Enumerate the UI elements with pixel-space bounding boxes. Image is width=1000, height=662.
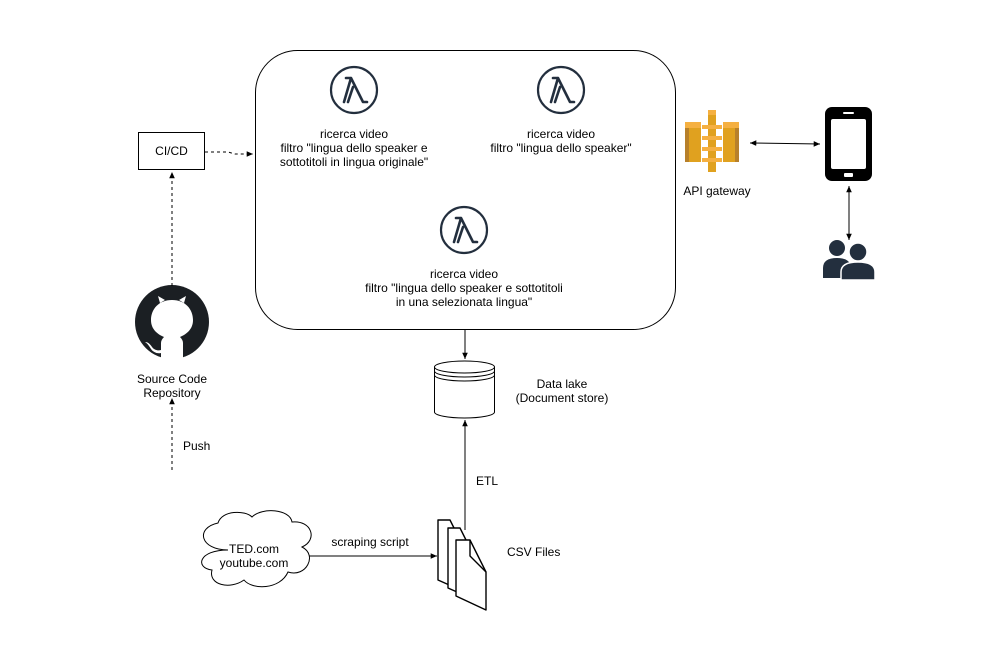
lambda-2-line-2: filtro "lingua dello speaker" (490, 141, 632, 155)
csv-label: CSV Files (507, 545, 561, 559)
users-icon (823, 240, 876, 281)
scraping-label: scraping script (331, 535, 409, 549)
cloud-shape (201, 510, 312, 588)
data-lake-line-1: Data lake (536, 377, 588, 391)
lambda-1-line-2: filtro "lingua dello speaker e (280, 141, 428, 155)
lambda-icon (536, 65, 586, 115)
lambda-3-line-3: in una selezionata lingua" (395, 295, 533, 309)
api-gateway-icon (685, 110, 739, 172)
lambda-2-label: ricerca video filtro "lingua dello speak… (471, 127, 651, 155)
lambda-1-label: ricerca video filtro "lingua dello speak… (264, 127, 444, 169)
cicd-label: CI/CD (155, 144, 188, 158)
sources-line-2: youtube.com (219, 556, 289, 570)
etl-label: ETL (476, 474, 499, 488)
data-lake-label: Data lake (Document store) (507, 377, 617, 405)
repository-line-1: Source Code (136, 372, 208, 386)
lambda-3-label: ricerca video filtro "lingua dello speak… (344, 267, 584, 309)
api-gateway-label: API gateway (683, 184, 751, 198)
repository-label: Source Code Repository (122, 372, 222, 400)
mobile-phone-icon (825, 107, 872, 181)
database-icon (434, 360, 495, 419)
lambda-1-line-1: ricerca video (319, 127, 389, 141)
lambda-group-container (255, 50, 676, 330)
repository-line-2: Repository (143, 386, 201, 400)
lambda-2-line-1: ricerca video (526, 127, 596, 141)
documents-icon (437, 519, 487, 611)
sources-line-1: TED.com (228, 542, 279, 556)
api-gateway-phone-edge (749, 140, 821, 147)
lambda-icon (329, 65, 379, 115)
push-label: Push (183, 439, 211, 453)
cicd-to-lambda-edge (205, 151, 253, 157)
lambda-icon (439, 205, 489, 255)
lambda-3-line-2: filtro "lingua dello speaker e sottotito… (365, 281, 563, 295)
github-icon (135, 285, 209, 360)
sources-label: TED.com youtube.com (209, 542, 299, 570)
lambda-3-line-1: ricerca video (429, 267, 499, 281)
lambda-1-line-3: sottotitoli in lingua originale" (279, 155, 429, 169)
data-lake-line-2: (Document store) (515, 391, 609, 405)
cicd-box (138, 132, 205, 170)
